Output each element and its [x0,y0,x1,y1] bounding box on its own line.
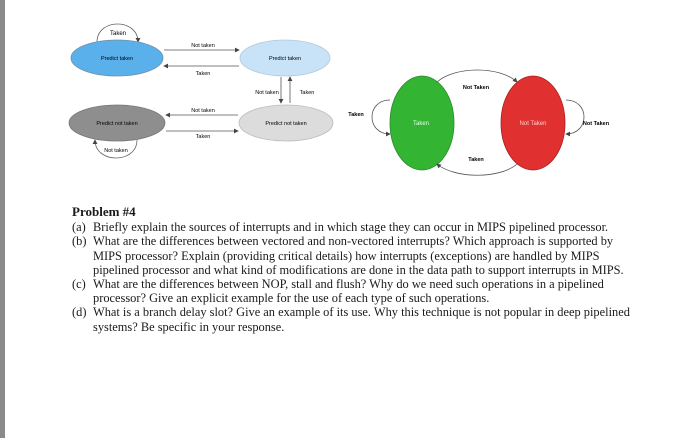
question-text: What are the differences between NOP, st… [93,277,604,306]
state-taken [389,75,455,171]
state-predict-taken-strong [70,39,164,77]
state-predict-taken-weak-label: Predict taken [269,56,301,62]
two-bit-predictor: Taken Predict taken Predict taken Not ta… [68,23,334,159]
self-loop-left-arrow [371,99,391,137]
self-loop-left-label: Taken [348,112,364,118]
bottom-arc-label: Taken [468,157,484,163]
label-right-up: Taken [300,90,315,96]
question-a: (a) Briefly explain the sources of inter… [72,220,632,234]
branch-predictor-diagram: Taken Predict taken Predict taken Not ta… [68,23,610,176]
label-bottom-left-to-right: Taken [196,134,211,140]
label-bottom-right-to-left: Not taken [191,108,215,114]
bottom-arc-arrow [436,163,518,176]
question-label: (b) [72,234,87,249]
self-loop-bottom-arrow [92,139,138,159]
question-label: (d) [72,305,87,320]
left-edge-bar [0,0,5,438]
self-loop-right-label: Not Taken [583,121,610,127]
state-predict-not-taken-strong [68,104,166,142]
problem-title: Problem #4 [72,204,136,219]
state-predict-not-taken-weak-label: Predict not taken [265,121,306,127]
question-text: What are the differences between vectore… [93,234,624,277]
question-d: (d) What is a branch delay slot? Give an… [72,305,632,333]
one-bit-predictor: Taken Taken Not Taken Not Taken Taken No… [348,69,610,176]
state-not-taken-label: Not Taken [520,121,547,127]
state-predict-taken-strong-label: Predict taken [101,56,133,62]
problem-section: Problem #4 (a) Briefly explain the sourc… [72,204,632,334]
question-label: (c) [72,277,86,292]
question-c: (c) What are the differences between NOP… [72,277,632,305]
label-right-down: Not taken [255,90,279,96]
question-text: What is a branch delay slot? Give an exa… [93,305,630,334]
question-label: (a) [72,220,86,235]
self-loop-top-arrow [96,23,141,43]
label-top-right-to-left: Taken [196,71,211,77]
top-arc-arrow [436,69,518,83]
state-taken-label: Taken [413,121,429,127]
self-loop-top-label: Taken [110,31,126,37]
state-predict-not-taken-weak [238,104,334,142]
state-predict-taken-weak [239,39,331,77]
label-top-left-to-right: Not taken [191,43,215,49]
question-text: Briefly explain the sources of interrupt… [93,220,609,235]
state-predict-not-taken-strong-label: Predict not taken [96,121,137,127]
state-not-taken [500,75,566,171]
self-loop-bottom-label: Not taken [104,148,128,154]
question-b: (b) What are the differences between vec… [72,234,632,277]
top-arc-label: Not Taken [463,85,490,91]
self-loop-right-arrow [565,99,585,137]
